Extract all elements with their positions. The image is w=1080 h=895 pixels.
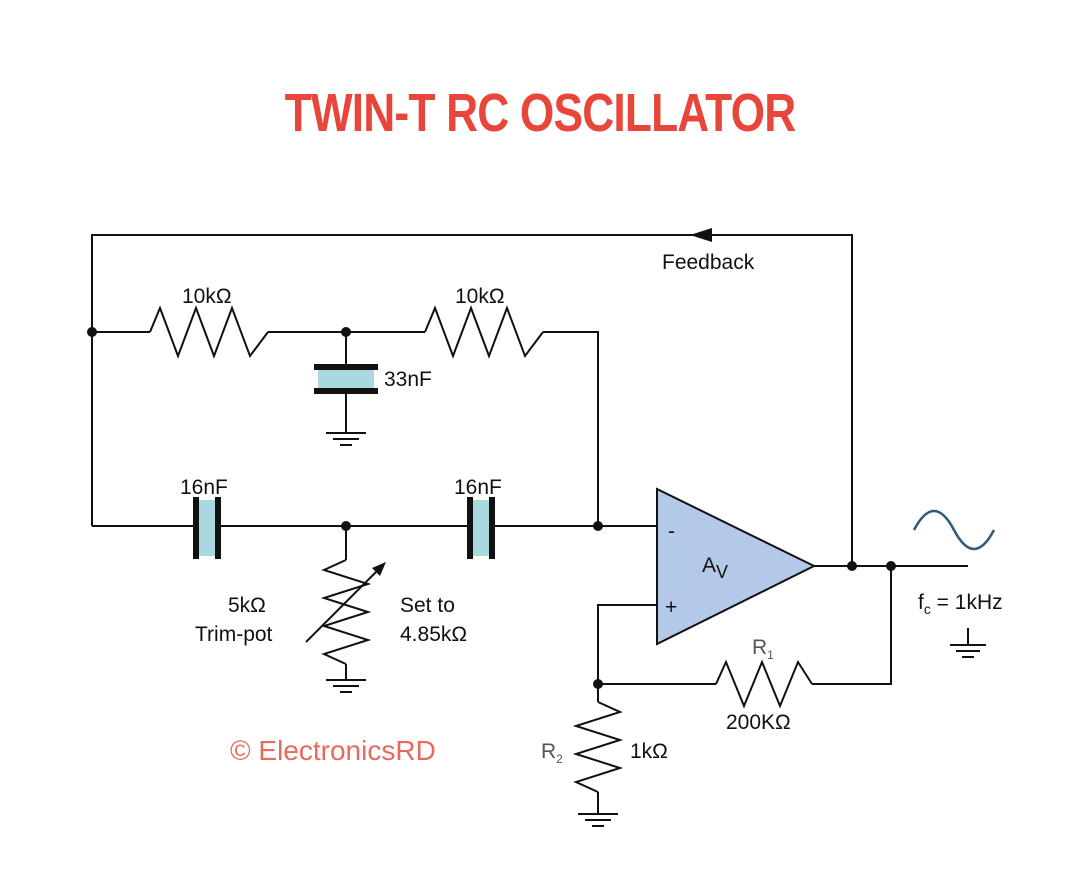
pot-value-label: 5kΩ [228, 594, 266, 617]
feedback-label: Feedback [662, 251, 755, 274]
sine-wave-icon [912, 509, 996, 551]
wire-noninverting [597, 604, 657, 684]
capacitor-33nf [318, 367, 374, 391]
feedback-wire [91, 234, 853, 566]
r1-value-label: 200KΩ [726, 711, 791, 734]
junction-dot [593, 521, 603, 531]
c-middle-label: 33nF [384, 368, 432, 391]
r2-value-label: 1kΩ [630, 740, 668, 763]
c-left-label: 16nF [180, 476, 228, 499]
junction-dot [593, 679, 603, 689]
r2-name-label: R2 [541, 740, 563, 766]
ground-icon [950, 628, 986, 658]
capacitor-16nf-right-plate-a [467, 497, 473, 559]
r-top-left-label: 10kΩ [182, 285, 232, 308]
r-top-right-label: 10kΩ [455, 285, 505, 308]
opamp-triangle [656, 487, 817, 646]
resistor-top-right [424, 305, 544, 359]
resistor-r2 [572, 701, 624, 793]
resistor-top-left [149, 305, 269, 359]
trim-pot-arrow-icon [372, 562, 386, 576]
r1-name-label: R1 [752, 636, 774, 662]
wire-top-3 [543, 331, 599, 526]
junction-dot [341, 327, 351, 337]
junction-dot [87, 327, 97, 337]
opamp-noninverting-sign: + [665, 596, 677, 619]
frequency-label: fc = 1kHz [918, 591, 1003, 617]
ground-icon [578, 813, 618, 827]
capacitor-16nf-right-plate-b [489, 497, 495, 559]
junction-dot [341, 521, 351, 531]
opamp-inverting-sign: - [668, 520, 675, 543]
resistor-r1 [715, 659, 813, 709]
capacitor-16nf-left-plate-b [215, 497, 221, 559]
copyright-text: © ElectronicsRD [230, 735, 436, 766]
capacitor-33nf-plate-bottom [314, 388, 378, 394]
c-right-label: 16nF [454, 476, 502, 499]
ground-icon [326, 432, 366, 446]
diagram-title: TWIN-T RC OSCILLATOR [284, 83, 797, 143]
capacitor-33nf-plate-top [314, 364, 378, 370]
wire-r1-right [812, 566, 892, 685]
junction-dot [847, 561, 857, 571]
capacitor-16nf-right [471, 500, 491, 556]
capacitor-16nf-left [197, 500, 217, 556]
feedback-arrow-icon [690, 228, 712, 242]
trim-pot-resistor [320, 559, 372, 665]
capacitor-16nf-left-plate-a [193, 497, 199, 559]
pot-type-label: Trim-pot [195, 623, 273, 646]
ground-icon [326, 679, 366, 693]
set-to-label: Set to [400, 594, 455, 617]
junction-dot [886, 561, 896, 571]
trim-pot-arrow-shaft [305, 567, 381, 643]
opamp-gain-label: AV [702, 554, 728, 582]
set-value-label: 4.85kΩ [400, 623, 467, 646]
